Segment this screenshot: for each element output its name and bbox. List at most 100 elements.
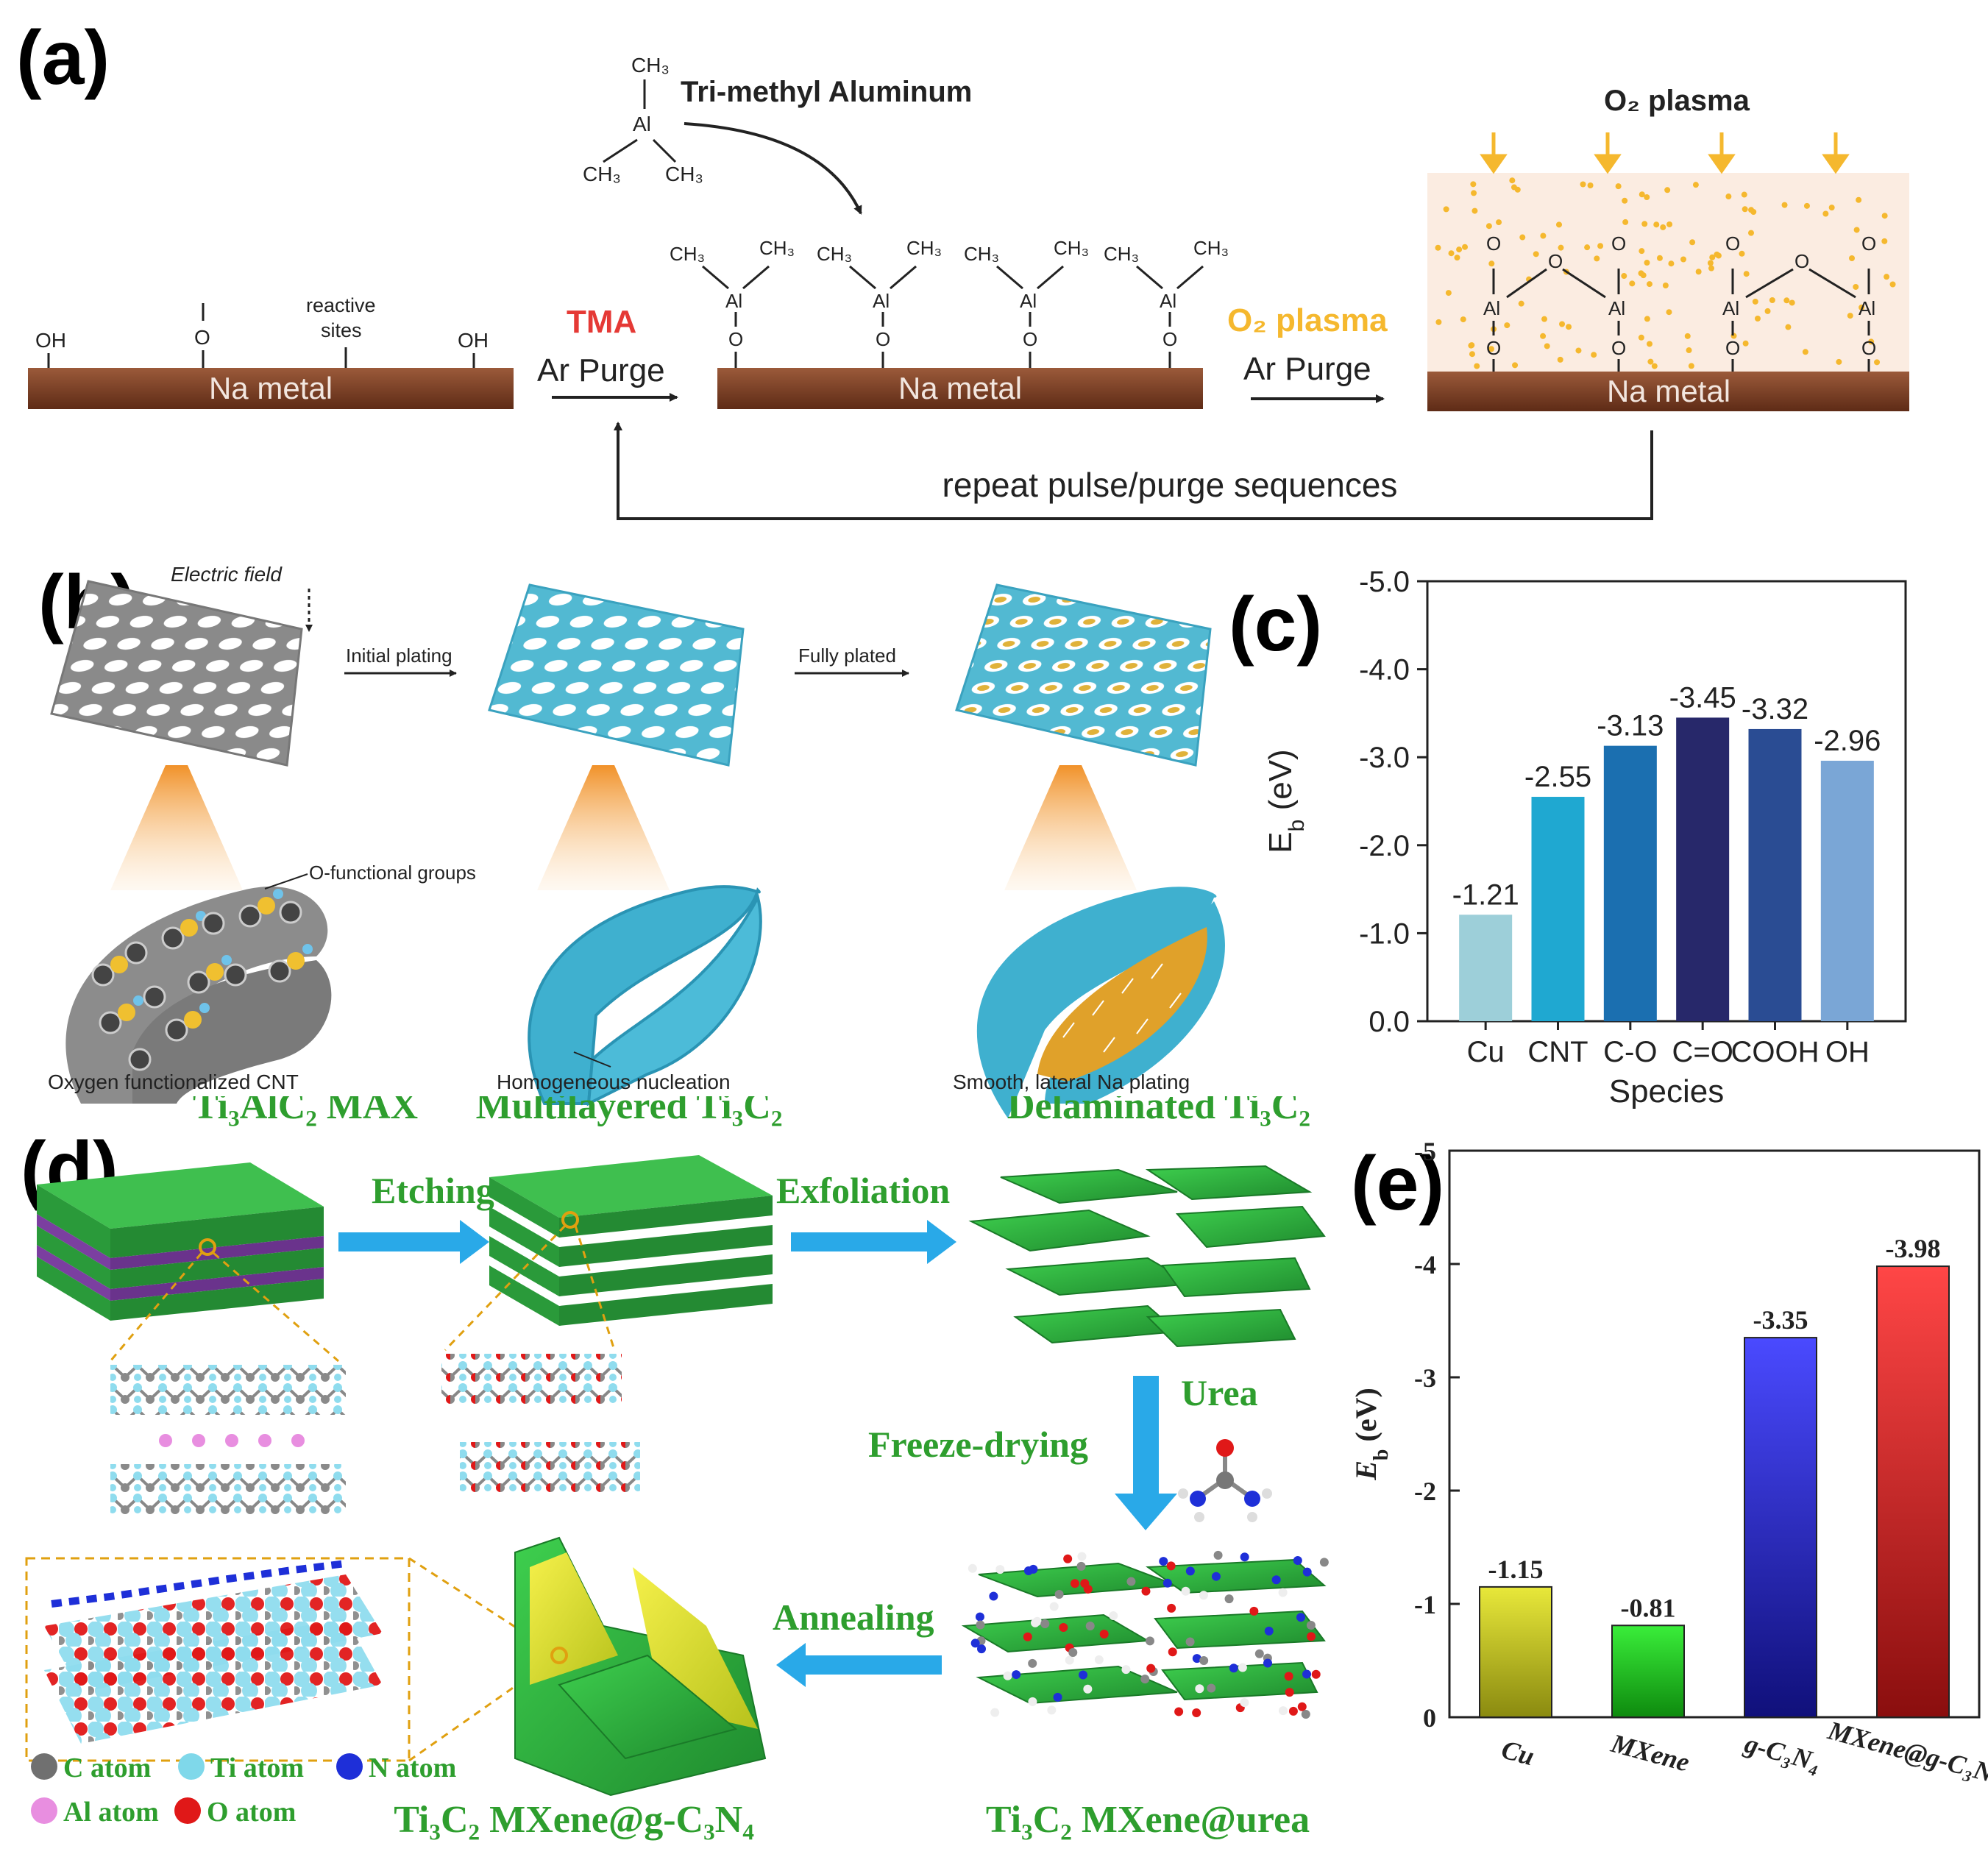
- chart-e: 0-1-2-3-4-5-1.15Cu-0.81MXene-3.35g-C₃N₄-…: [1349, 1137, 1988, 1790]
- nucleated-tube-2: [586, 893, 762, 1107]
- max-lattice-bottom: [110, 1464, 346, 1514]
- oh-2: OH: [458, 329, 489, 352]
- ytick-label-2: -2.0: [1359, 830, 1410, 862]
- panel-a-diagram: CH₃ Al CH₃ CH₃ Tri-methyl Aluminum Na me…: [28, 54, 1909, 520]
- mxene-gcn-product: [514, 1536, 767, 1797]
- o-groups-pointer: [264, 873, 308, 890]
- alo-bridge-o-1: O: [1794, 250, 1809, 272]
- legend-label-4: O atom: [207, 1797, 296, 1828]
- alo-o-low-0: O: [1486, 337, 1501, 359]
- cnt-atom-10: [268, 959, 291, 983]
- plasma-arrows: [1480, 132, 1850, 174]
- caption-lateral: Smooth, lateral Na plating: [953, 1070, 1190, 1093]
- max-stack: [37, 1162, 339, 1363]
- cnt-atom-1: [124, 941, 148, 965]
- panel-e-label: (e): [1351, 1141, 1445, 1226]
- cnt-atom-9: [224, 963, 247, 987]
- cnt-atom-3: [202, 912, 225, 935]
- x-axis-label: Species: [1609, 1073, 1725, 1109]
- xtick-label-2: C-O: [1603, 1036, 1657, 1068]
- alo-o-top-1: O: [1611, 232, 1626, 255]
- urea-label: Urea: [1181, 1372, 1258, 1413]
- legend-swatch-0: [31, 1753, 57, 1780]
- panel-a: (a) CH₃ Al CH₃ CH₃ Tri-methyl Aluminum N…: [0, 0, 1988, 544]
- gcn-layer: [51, 1560, 347, 1608]
- multilayer-stack: [444, 1155, 773, 1352]
- alo-bridge-o-0: O: [1548, 250, 1563, 272]
- label-delaminated: Delaminated Ti₃C₂: [1007, 1096, 1310, 1127]
- y-axis-label: Eb (eV): [1263, 749, 1309, 853]
- substrate-2-label: Na metal: [898, 371, 1022, 405]
- cnt-h-4: [273, 889, 283, 899]
- plated-mesh-1: [488, 583, 745, 767]
- e-ytick-label-3: -3: [1414, 1363, 1436, 1393]
- zoom-cone-2: [537, 765, 670, 890]
- nucleation-pointer: [573, 1051, 611, 1068]
- product-mxene-gcn: Ti₃C₂ MXene@g-C₃N₄: [394, 1799, 754, 1841]
- cnt-atom-8: [187, 970, 210, 994]
- plot-frame-e: [1448, 1149, 1981, 1719]
- multilayer-lattice-top: [441, 1354, 622, 1405]
- e-ytick-label-2: -2: [1414, 1477, 1436, 1506]
- deposit-arrows: [1062, 963, 1182, 1053]
- cnt-o-8: [206, 963, 224, 981]
- reactive-sites-2: sites: [321, 319, 362, 341]
- exfoliation-label: Exfoliation: [776, 1170, 950, 1211]
- alo-o-low-3: O: [1861, 337, 1876, 359]
- e-bar-2: [1744, 1337, 1817, 1719]
- xtick-label-4: COOH: [1731, 1036, 1820, 1068]
- alo-al-1: Al: [1608, 297, 1625, 319]
- e-ytick-label-0: 0: [1423, 1703, 1436, 1733]
- tma-ch3-top: CH₃: [631, 54, 670, 77]
- ytick-label-0: 0.0: [1368, 1006, 1410, 1038]
- tma-molecule: CH₃ Al CH₃ CH₃: [583, 54, 703, 185]
- ytick-label-1: -1.0: [1359, 917, 1410, 950]
- dma-al-3: Al: [1160, 290, 1176, 312]
- bar-value-4: -3.32: [1742, 693, 1808, 725]
- e-y-axis-label: Eb (eV): [1349, 1388, 1393, 1481]
- fully-plated-label: Fully plated: [798, 645, 896, 667]
- alo-o-low-1: O: [1611, 337, 1626, 359]
- mxene-lattice-2: [44, 1619, 383, 1744]
- tma-al: Al: [633, 113, 651, 135]
- e-ytick-label-4: -4: [1414, 1250, 1436, 1279]
- bar-4: [1748, 728, 1802, 1021]
- oh-1: OH: [35, 329, 66, 352]
- delaminated-sheets: [968, 1165, 1326, 1348]
- cnt-atom-7: [143, 985, 166, 1009]
- bar-0: [1459, 915, 1513, 1021]
- plasma-region: [1427, 173, 1909, 375]
- xtick-label-0: Cu: [1467, 1036, 1505, 1068]
- annealing-arrow: [776, 1643, 942, 1687]
- legend-swatch-1: [178, 1753, 205, 1780]
- cnt-atom-11: [128, 1048, 152, 1071]
- dma-al-1: Al: [873, 290, 890, 312]
- e-bar-value-2: -3.35: [1753, 1305, 1808, 1335]
- dma-ch3-l-1: CH₃: [817, 243, 852, 265]
- bar-value-2: -3.13: [1597, 710, 1664, 742]
- plated-mesh-2: [955, 583, 1212, 767]
- legend-label-3: Al atom: [63, 1797, 159, 1828]
- e-bar-0: [1479, 1586, 1552, 1719]
- legend-label-2: N atom: [369, 1753, 456, 1783]
- e-xtick-label-2: g-C₃N₄: [1741, 1728, 1824, 1777]
- tma-ch3-right: CH₃: [665, 163, 703, 185]
- zoom-cone-1: [110, 765, 243, 890]
- al-atoms: [159, 1434, 305, 1447]
- bar-value-1: -2.55: [1524, 761, 1591, 793]
- etching-label: Etching: [372, 1170, 494, 1211]
- dma-ch3-r-2: CH₃: [1054, 237, 1089, 259]
- legend-swatch-2: [336, 1753, 363, 1780]
- o-groups-label: O-functional groups: [309, 862, 476, 884]
- xtick-label-1: CNT: [1527, 1036, 1588, 1068]
- xtick-label-3: C=O: [1672, 1036, 1733, 1068]
- panel-b: (b) Electric field: [0, 544, 1317, 1118]
- legend-label-0: C atom: [63, 1753, 151, 1783]
- dma-ch3-l-2: CH₃: [964, 243, 999, 265]
- na-deposit: [1037, 927, 1207, 1082]
- chart-c: 0.0-1.0-2.0-3.0-4.0-5.0-1.21Cu-2.55CNT-3…: [1263, 566, 1907, 1109]
- urea-molecule: [1178, 1439, 1272, 1522]
- cnt-atom-5: [279, 901, 302, 924]
- alo-o-low-2: O: [1725, 337, 1740, 359]
